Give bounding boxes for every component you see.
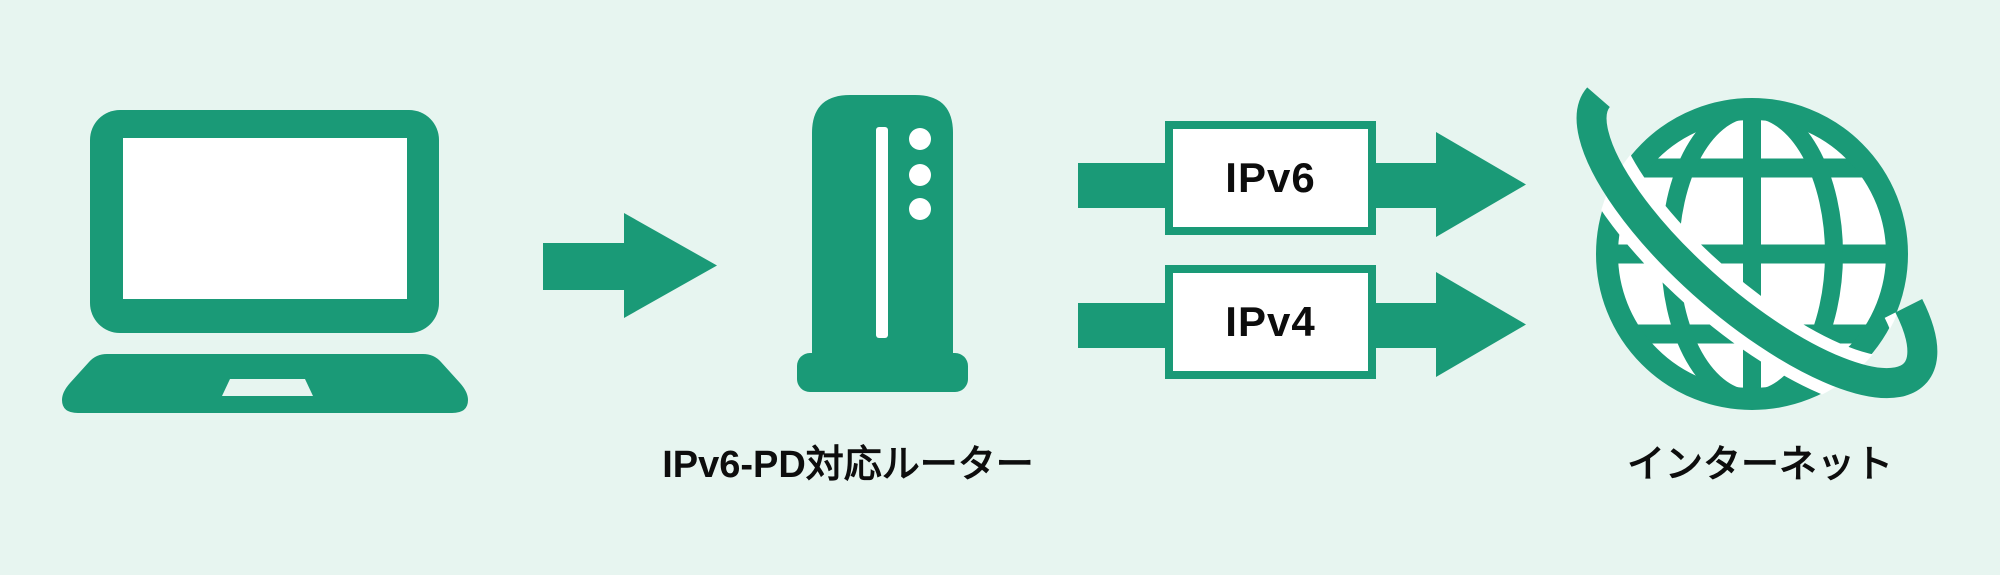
ipv6-arrow-head [1436,132,1526,237]
laptop-icon [62,110,468,413]
ipv6-label: IPv6 [1225,154,1316,201]
ipv4-arrow-shaft [1376,303,1440,348]
router-base [797,353,968,392]
ipv4-arrow-icon [1078,265,1526,379]
ipv4-box [1165,265,1376,379]
ipv4-label: IPv4 [1225,298,1316,345]
ipv4-arrow-head [1436,272,1526,377]
orbit-ring [1576,87,1938,399]
ipv6-box [1165,121,1376,235]
laptop-touchpad-notch [222,379,313,396]
router-icon [797,95,968,392]
ipv6-arrow-icon [1078,121,1526,237]
laptop-screen [123,138,407,299]
internet-label: インターネット [1626,444,1893,486]
router-led [909,198,931,220]
globe-with-orbit-icon [1576,87,1938,411]
ipv6-arrow-shaft [1376,163,1440,208]
arrow-right-icon [543,213,717,318]
router-led [909,164,931,186]
router-label: IPv6-PD対応ルーター [662,444,1034,486]
router-led [909,128,931,150]
router-slot [876,127,888,338]
globe-outline [1596,98,1908,410]
